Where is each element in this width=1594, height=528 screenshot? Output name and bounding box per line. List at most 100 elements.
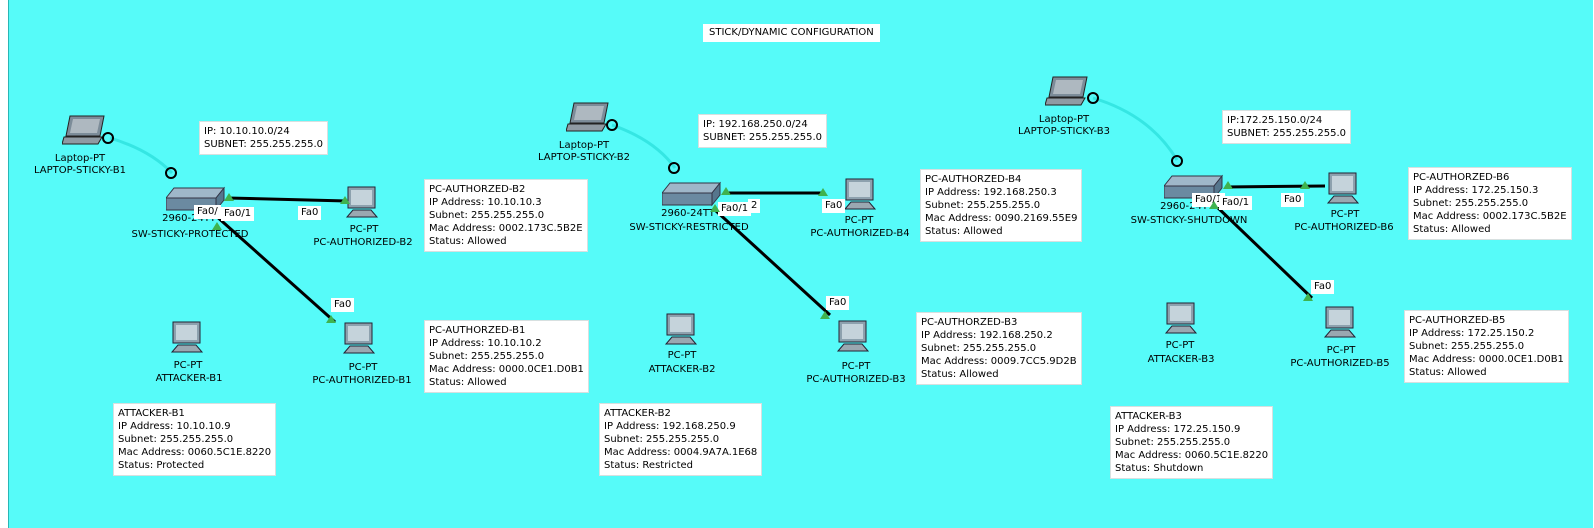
ethernet-link[interactable] [1213, 203, 1314, 300]
laptop-name-label: LAPTOP-STICKY-B3 [1017, 126, 1111, 137]
pc-icon[interactable] [843, 178, 877, 212]
subnet-info-box: IP:172.25.150.0/24 SUBNET: 255.255.255.0 [1222, 110, 1352, 144]
switch-name-label: SW-STICKY-PROTECTED [131, 229, 249, 240]
pc-icon[interactable] [1323, 306, 1357, 340]
pc-type-label: PC-PT [841, 361, 871, 372]
subnet-ip: IP:172.25.150.0/24 [1227, 115, 1323, 126]
host-subnet: Subnet: 255.255.255.0 [604, 434, 720, 445]
host-status: Status: Allowed [925, 226, 1003, 237]
port-label: Fa0/1 [718, 202, 752, 216]
subnet-mask: SUBNET: 255.255.255.0 [204, 139, 324, 150]
host-ip: IP Address: 192.168.250.3 [925, 187, 1057, 198]
port-label: Fa0 [822, 199, 846, 213]
console-cable[interactable] [1092, 96, 1179, 161]
link-up-indicator [224, 193, 234, 201]
host-name: PC-AUTHORZED-B2 [429, 184, 526, 195]
host-subnet: Subnet: 255.255.255.0 [925, 200, 1041, 211]
laptop-icon[interactable] [62, 114, 108, 146]
port-endpoint-marker [668, 162, 680, 174]
port-label: Fa0/1 [221, 207, 255, 221]
host-name: PC-AUTHORZED-B4 [925, 174, 1022, 185]
port-endpoint-marker [102, 132, 114, 144]
host-subnet: Subnet: 255.255.255.0 [118, 434, 234, 445]
host-ip: IP Address: 192.168.250.2 [921, 330, 1053, 341]
switch-name-label: SW-STICKY-SHUTDOWN [1130, 215, 1248, 226]
host-status: Status: Protected [118, 460, 205, 471]
host-subnet: Subnet: 255.255.255.0 [429, 351, 545, 362]
port-endpoint-marker [606, 119, 618, 131]
port-endpoint-marker [1087, 92, 1099, 104]
pc-type-label: PC-PT [1330, 209, 1360, 220]
host-ip: IP Address: 10.10.10.3 [429, 197, 542, 208]
pc-icon[interactable] [170, 321, 204, 355]
port-label: Fa0/ [194, 205, 221, 219]
pc-type-label: PC-PT [1165, 340, 1195, 351]
link-up-indicator [710, 204, 720, 212]
host-status: Status: Allowed [1413, 224, 1491, 235]
pc-type-label: PC-PT [844, 215, 874, 226]
host-info-box: PC-AUTHORZED-B3 IP Address: 192.168.250.… [916, 312, 1082, 385]
port-label: Fa0 [1311, 280, 1335, 294]
pc-type-label: PC-PT [173, 360, 203, 371]
laptop-type-label: Laptop-PT [54, 153, 106, 164]
pc-icon[interactable] [1164, 302, 1198, 336]
attacker-info-box: ATTACKER-B2 IP Address: 192.168.250.9 Su… [599, 403, 763, 476]
port-endpoint-marker [165, 167, 177, 179]
host-name: PC-AUTHORZED-B6 [1413, 172, 1510, 183]
link-up-indicator [326, 315, 336, 323]
ethernet-link[interactable] [1224, 184, 1326, 189]
pc-icon[interactable] [664, 313, 698, 347]
link-up-indicator [721, 187, 731, 195]
pc-icon[interactable] [1326, 172, 1360, 206]
switch-type-label: 2960-24TT [162, 213, 216, 224]
link-up-indicator [1209, 201, 1219, 209]
switch-type-label: 2960-24TT [1160, 201, 1214, 212]
host-name: ATTACKER-B3 [1115, 411, 1182, 422]
link-up-indicator [340, 196, 350, 204]
host-name: ATTACKER-B1 [118, 408, 185, 419]
pc-type-label: PC-PT [667, 350, 697, 361]
host-name: PC-AUTHORZED-B5 [1409, 315, 1506, 326]
ethernet-link[interactable] [227, 196, 348, 203]
ethernet-link[interactable] [214, 213, 336, 324]
pc-type-label: PC-PT [348, 362, 378, 373]
link-up-indicator [1300, 181, 1310, 189]
host-name: ATTACKER-B2 [604, 408, 671, 419]
host-mac: Mac Address: 0002.173C.5B2E [429, 223, 583, 234]
attacker-info-box: ATTACKER-B1 IP Address: 10.10.10.9 Subne… [113, 403, 277, 476]
laptop-type-label: Laptop-PT [558, 140, 610, 151]
link-up-indicator [1303, 293, 1313, 301]
attacker-info-box: ATTACKER-B3 IP Address: 172.25.150.9 Sub… [1110, 406, 1274, 479]
host-info-box: PC-AUTHORZED-B1 IP Address: 10.10.10.2 S… [424, 320, 589, 393]
pc-type-label: PC-PT [349, 224, 379, 235]
pc-icon[interactable] [342, 322, 376, 356]
host-subnet: Subnet: 255.255.255.0 [1409, 341, 1525, 352]
host-status: Status: Allowed [429, 377, 507, 388]
host-info-box: PC-AUTHORZED-B2 IP Address: 10.10.10.3 S… [424, 179, 588, 252]
port-label: Fa0 [331, 298, 355, 312]
host-ip: IP Address: 172.25.150.9 [1115, 424, 1241, 435]
host-mac: Mac Address: 0000.0CE1.D0B1 [1409, 354, 1564, 365]
host-mac: Mac Address: 0009.7CC5.9D2B [921, 356, 1077, 367]
port-label: Fa0 [298, 206, 322, 220]
subnet-info-box: IP: 10.10.10.0/24 SUBNET: 255.255.255.0 [199, 121, 329, 155]
pc-name-label: PC-AUTHORIZED-B6 [1294, 222, 1394, 233]
ethernet-link[interactable] [713, 208, 832, 317]
pc-icon[interactable] [836, 320, 870, 354]
host-subnet: Subnet: 255.255.255.0 [1413, 198, 1529, 209]
pc-name-label: PC-AUTHORIZED-B5 [1290, 358, 1390, 369]
pc-icon[interactable] [345, 186, 379, 220]
port-endpoint-marker [1171, 155, 1183, 167]
attacker-name-label: ATTACKER-B2 [648, 364, 716, 375]
pc-name-label: PC-AUTHORIZED-B3 [806, 374, 906, 385]
laptop-icon[interactable] [566, 101, 612, 133]
pc-name-label: PC-AUTHORIZED-B1 [312, 375, 412, 386]
host-ip: IP Address: 10.10.10.2 [429, 338, 542, 349]
pc-name-label: PC-AUTHORIZED-B2 [313, 237, 413, 248]
host-status: Status: Shutdown [1115, 463, 1204, 474]
diagram-title: STICK/DYNAMIC CONFIGURATION [703, 24, 880, 42]
port-label: Fa0 [1281, 193, 1305, 207]
laptop-icon[interactable] [1045, 75, 1091, 107]
switch-type-label: 2960-24TT [661, 208, 715, 219]
host-ip: IP Address: 192.168.250.9 [604, 421, 736, 432]
